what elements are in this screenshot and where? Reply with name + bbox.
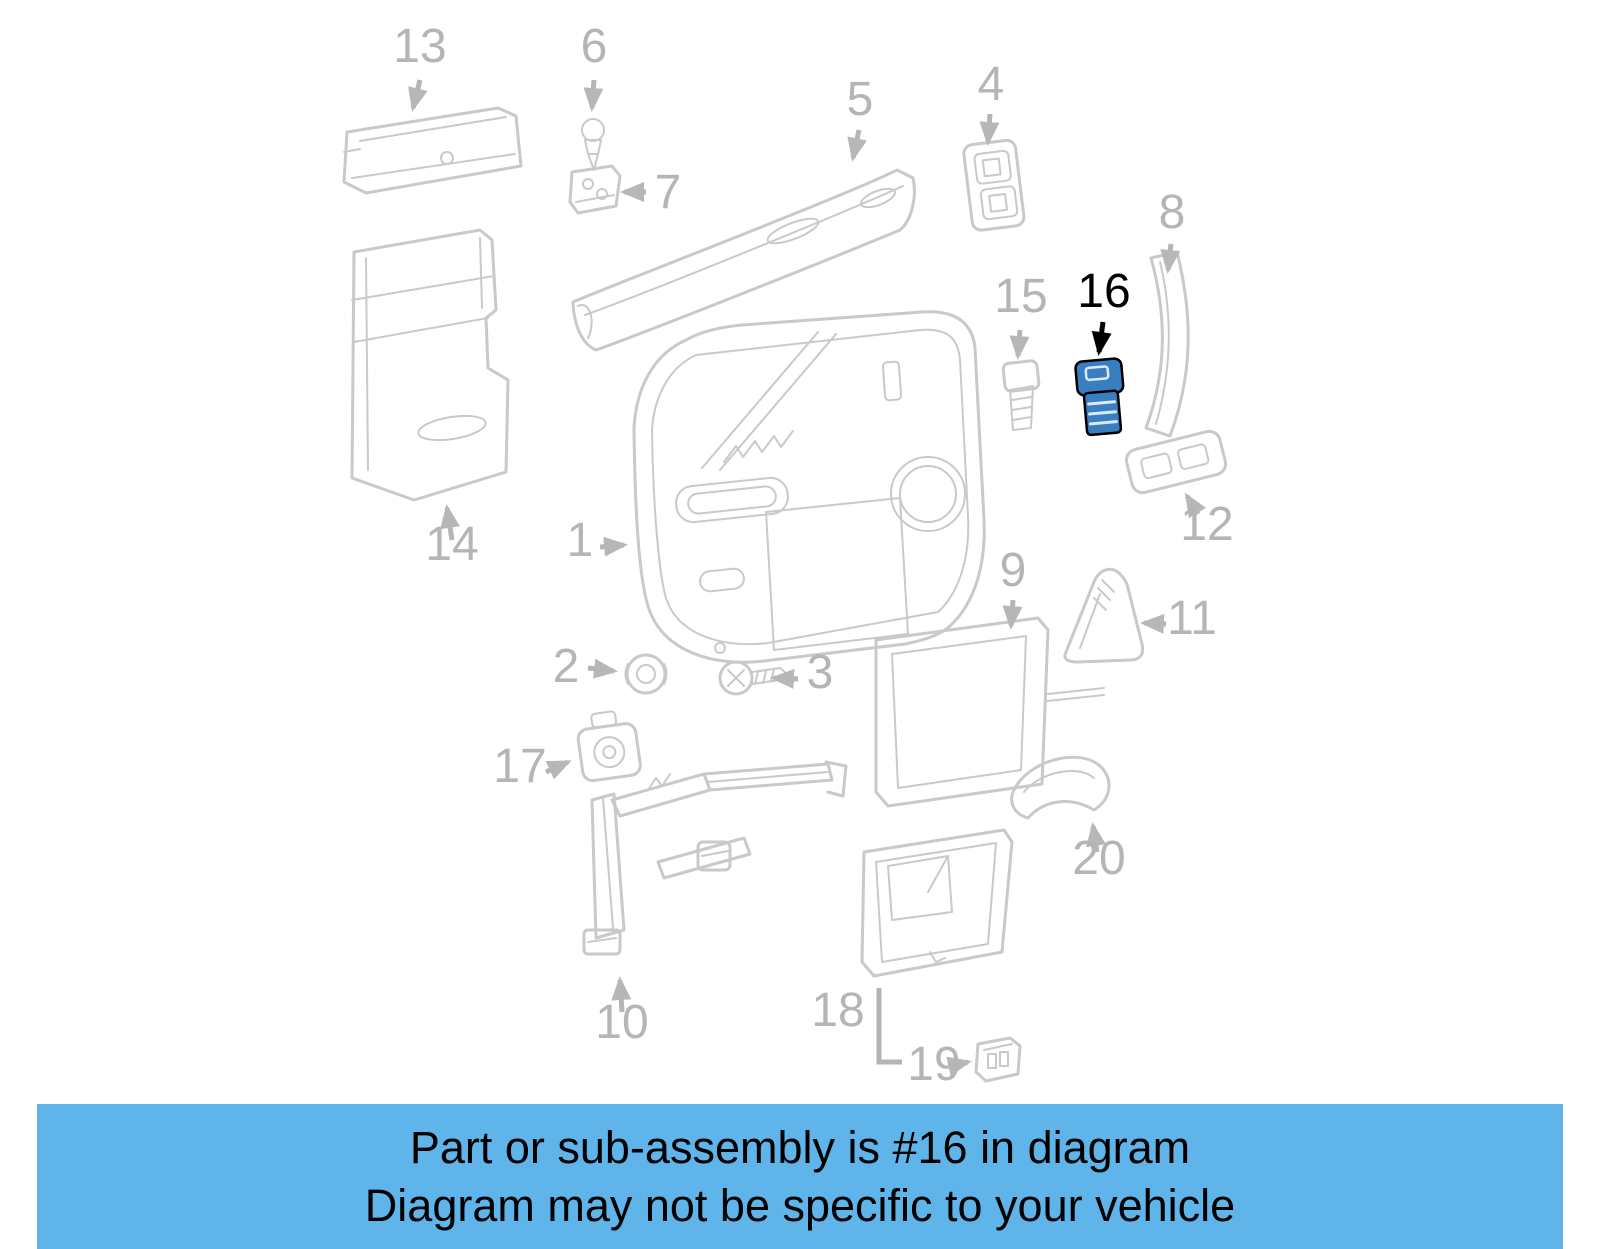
part-8-arrow <box>1160 243 1181 274</box>
part-2-shape <box>624 653 668 695</box>
part-11-label: 11 <box>1167 592 1217 645</box>
part-8-label: 8 <box>1159 186 1186 239</box>
part-12-shape <box>1124 429 1228 495</box>
part-19-shape <box>974 1036 1022 1083</box>
part-10-label: 10 <box>595 996 648 1049</box>
part-11-arrow <box>1140 613 1167 634</box>
part-16-arrow <box>1091 321 1112 356</box>
part-5-arrow <box>847 129 867 162</box>
part-15-arrow <box>1009 329 1030 360</box>
part-15-label: 15 <box>994 270 1047 323</box>
part-3-arrow <box>770 668 799 689</box>
part-17-label: 17 <box>493 740 546 793</box>
part-16-label: 16 <box>1077 265 1130 318</box>
part-2-label: 2 <box>553 640 580 693</box>
part-19-arrow <box>946 1056 972 1077</box>
part-4-shape <box>962 138 1026 232</box>
part-11-shape <box>1063 567 1145 664</box>
part-20-shape <box>1010 755 1111 820</box>
exploded-parts-diagram: 13 14 6 7 5 <box>342 20 1234 1091</box>
part-13-shape <box>342 106 523 195</box>
part-14-arrow <box>440 504 460 541</box>
part-7-shape <box>568 164 622 215</box>
part-16-highlighted-shape <box>1074 357 1125 437</box>
part-6-label: 6 <box>581 20 608 73</box>
part-1-label: 1 <box>567 514 594 567</box>
part-13-arrow <box>408 79 428 112</box>
part-9-arrow <box>1002 599 1023 630</box>
part-12-arrow <box>1184 492 1206 519</box>
part-5-label: 5 <box>847 73 874 126</box>
part-8-shape <box>1144 250 1190 438</box>
caption-banner: Part or sub-assembly is #16 in diagram D… <box>37 1104 1563 1249</box>
caption-line-1: Part or sub-assembly is #16 in diagram <box>409 1121 1191 1173</box>
part-9-label: 9 <box>1000 544 1027 597</box>
part-1-arrow <box>599 536 628 557</box>
part-14-label: 14 <box>425 518 478 571</box>
part-4-label: 4 <box>978 58 1005 111</box>
part-18-label: 18 <box>811 984 864 1037</box>
part-15-shape <box>1001 359 1041 431</box>
part-10-arrow <box>611 976 632 1013</box>
part-2-arrow <box>587 658 618 679</box>
part-18-leader-line <box>876 988 902 1065</box>
part-9-shape <box>874 616 1105 808</box>
part-10-shape <box>582 760 848 956</box>
part-6-arrow <box>583 79 604 112</box>
caption-line-2: Diagram may not be specific to your vehi… <box>364 1179 1236 1231</box>
part-13-label: 13 <box>393 20 446 73</box>
part-1-shape <box>632 310 986 664</box>
part-5-shape <box>571 168 916 352</box>
part-7-label: 7 <box>655 166 682 219</box>
part-16-top-slot <box>1084 365 1110 382</box>
part-17-shape <box>576 710 642 783</box>
part-3-label: 3 <box>807 646 834 699</box>
part-19-label: 19 <box>907 1038 960 1091</box>
part-18-shape <box>860 828 1014 978</box>
part-20-arrow <box>1086 822 1106 853</box>
part-12-label: 12 <box>1180 498 1233 551</box>
part-20-label: 20 <box>1072 832 1125 885</box>
part-14-shape <box>350 228 510 502</box>
part-4-arrow <box>979 113 1000 146</box>
part-17-arrow <box>544 759 572 780</box>
part-6-shape <box>581 118 605 171</box>
